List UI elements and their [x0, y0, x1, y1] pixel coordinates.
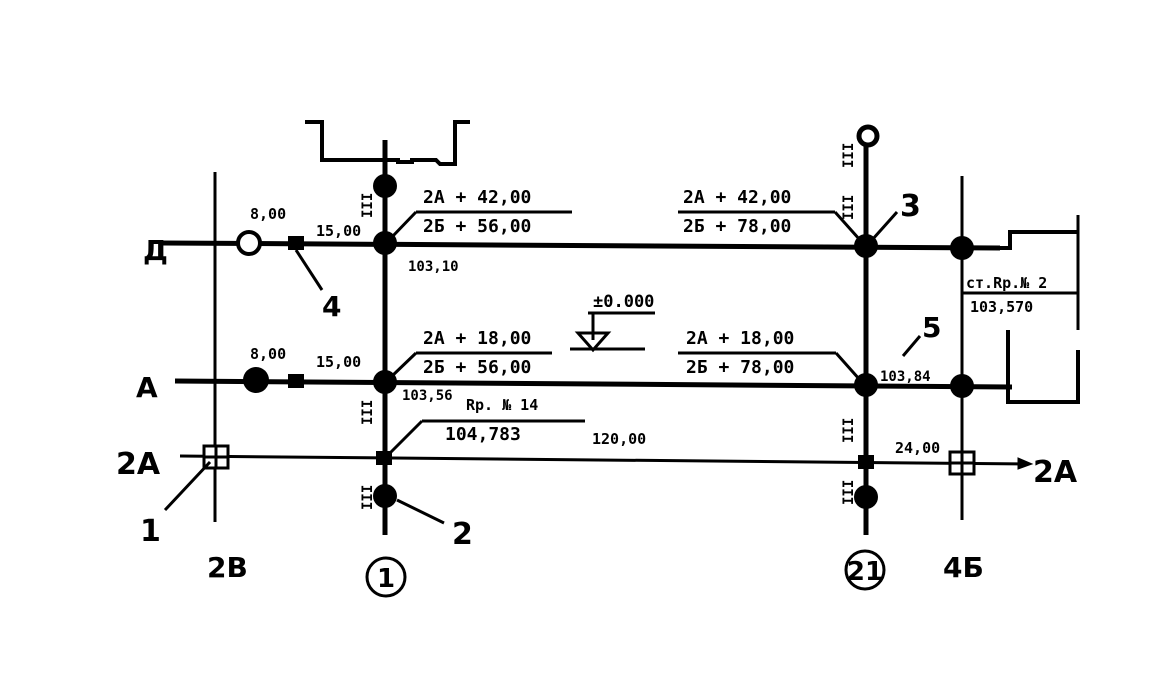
pipe-mark-col1-top: III: [360, 193, 376, 218]
axis-circles: [365, 549, 886, 598]
pipe-mark-col21-mid: III: [841, 195, 857, 220]
pipe-mark-col21-low: III: [841, 418, 857, 443]
pipe-mark-col1-low: III: [360, 485, 376, 510]
well-col1-bottom: [373, 484, 397, 508]
callout-5: 5: [922, 311, 941, 344]
building-top: [305, 120, 470, 166]
node1-left-dist: 15,00: [316, 222, 361, 240]
pipe-mark-col21-top: III: [841, 143, 857, 168]
axis-circle-1: [365, 556, 407, 598]
callouts: 1 2 3 4 5: [140, 189, 941, 552]
well-a-left: [243, 367, 269, 393]
rp14-title: Rp. № 14: [466, 396, 538, 414]
valve-a-left: [288, 374, 304, 388]
node1-bottom: 2Б + 56,00: [423, 216, 531, 237]
rp14-value: 104,783: [445, 424, 521, 445]
valve-col1-2a: [376, 451, 392, 465]
valve-col21-2a: [858, 455, 874, 469]
axis-2a-arrow: [1017, 457, 1034, 470]
leader-node4: [834, 352, 862, 381]
leader-callout-4: [294, 249, 324, 291]
leader-callout-2: [396, 498, 445, 525]
leader-node1: [389, 210, 418, 240]
well-4b-a: [950, 374, 974, 398]
st-rp2-title: ст.Rp.№ 2: [966, 274, 1047, 292]
pipe-mark-col1-mid: III: [360, 400, 376, 425]
buildings: [305, 120, 1080, 404]
axis-line-2a: [179, 454, 1026, 466]
node4-elevation: 103,84: [880, 369, 931, 385]
pipe-mark-col21-bottom: III: [841, 480, 857, 505]
callout-4: 4: [322, 290, 341, 323]
leader-callout-1: [163, 460, 212, 512]
hydrants: [202, 444, 976, 476]
pipe-marks: III III III III III III III: [360, 143, 857, 510]
node2-top: 2А + 18,00: [423, 328, 531, 349]
node2-elevation: 103,56: [402, 388, 453, 404]
elevation-triangle: [574, 331, 612, 353]
leaders: [163, 210, 922, 525]
row-d-left-dist: 8,00: [250, 205, 286, 223]
axis-label-d: Д: [143, 234, 168, 267]
axis-lines: [179, 172, 1034, 522]
node3-bottom: 2Б + 78,00: [683, 216, 791, 237]
callout-1: 1: [140, 514, 161, 549]
node4-bottom: 2Б + 78,00: [686, 357, 794, 378]
leader-rp14: [389, 419, 424, 454]
axis-circle-21: [844, 549, 886, 591]
pipelines: [161, 138, 1013, 535]
node4-top: 2А + 18,00: [686, 328, 794, 349]
axis-label-2a-left: 2А: [116, 447, 161, 482]
axis-label-4b: 4Б: [943, 551, 984, 584]
node1-elevation: 103,10: [408, 259, 459, 275]
node1-top: 2А + 42,00: [423, 187, 531, 208]
node3-top: 2А + 42,00: [683, 187, 791, 208]
open-well-col21-top: [856, 124, 880, 148]
leader-callout-5: [901, 335, 922, 357]
well-col21-bottom: [854, 485, 878, 509]
callout-2: 2: [452, 517, 473, 552]
axis-label-21: 21: [847, 557, 883, 587]
axis-label-a: А: [136, 371, 158, 404]
node2-left-dist: 15,00: [316, 353, 361, 371]
node2-bottom: 2Б + 56,00: [423, 357, 531, 378]
axis-label-2a-right: 2А: [1033, 455, 1078, 490]
node-labels: 2А + 42,00 2Б + 56,00 103,10 15,00 8,00 …: [250, 187, 1047, 457]
elevation-label: ±0.000: [593, 292, 654, 312]
valve-d-left: [288, 236, 304, 250]
well-4b-d: [950, 236, 974, 260]
callout-3: 3: [900, 189, 921, 224]
axis-label-2v: 2В: [207, 551, 248, 584]
row-a-left-dist: 8,00: [250, 345, 286, 363]
right-dist: 24,00: [895, 439, 940, 457]
building-right-top: [1000, 230, 1078, 250]
axis-label-1: 1: [377, 564, 395, 594]
span-bottom-dist: 120,00: [592, 430, 646, 448]
leader-callout-3: [870, 211, 899, 241]
leader-node3: [833, 211, 862, 241]
st-rp2-value: 103,570: [970, 298, 1033, 316]
building-right-bottom: [1006, 330, 1080, 404]
well-col1-top: [373, 174, 397, 198]
leader-node2: [389, 351, 418, 379]
open-well-d-left: [236, 230, 262, 256]
axis-labels: Д А 2А 2А 2В 4Б 1 21: [116, 234, 1078, 594]
